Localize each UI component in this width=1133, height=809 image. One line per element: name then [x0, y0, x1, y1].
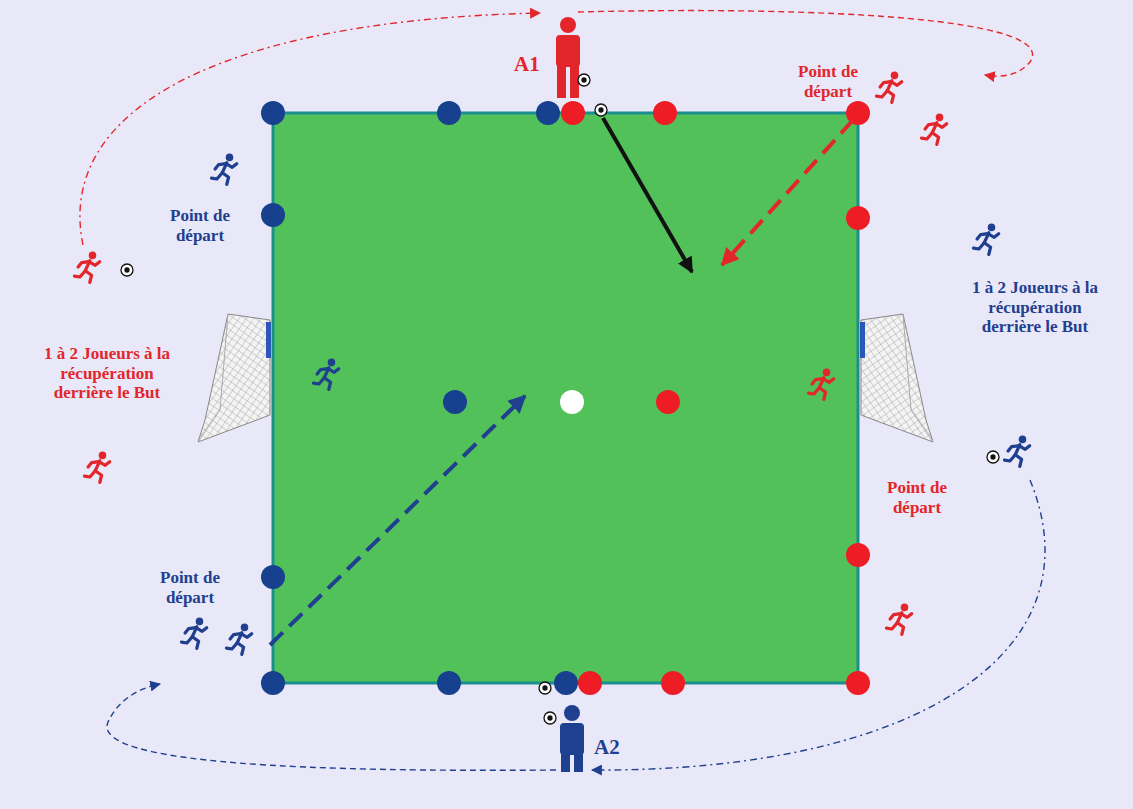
drill-part: [656, 390, 680, 414]
drill-part: [556, 35, 580, 67]
drill-part: [261, 565, 285, 589]
drill-part: [443, 390, 467, 414]
drill-part: [557, 64, 566, 98]
right-goal-group: [860, 314, 933, 442]
red-cones: [561, 101, 870, 695]
drill-part: [261, 101, 285, 125]
drill-part: [599, 108, 603, 112]
drill-part: [121, 264, 133, 276]
blue-rotation-curve: [592, 480, 1045, 770]
red-rotation-curve: [80, 13, 540, 245]
drill-part: [554, 671, 578, 695]
start-point-label: Point de départ: [872, 478, 962, 517]
start-point-label: Point de départ: [786, 62, 870, 101]
left-goal: [198, 314, 271, 442]
drill-part: [561, 752, 570, 772]
drill-part: [887, 604, 912, 635]
drill-part: [437, 671, 461, 695]
drill-part: [578, 74, 590, 86]
coach-a2: [560, 705, 584, 772]
drill-part: [536, 101, 560, 125]
coach-label: A1: [514, 52, 540, 76]
coach-a1: [556, 17, 580, 98]
drill-part: [560, 723, 584, 755]
drill-part: [548, 716, 552, 720]
drill-part: [809, 369, 834, 400]
recovery-note: 1 à 2 Joueurs à la récupération derrière…: [962, 278, 1108, 337]
drill-part: [261, 203, 285, 227]
drill-part: [539, 682, 551, 694]
drill-part: [227, 624, 252, 655]
drill-part: [561, 101, 585, 125]
blue-players: [182, 154, 1030, 655]
pitch: [273, 113, 858, 683]
start-point-label: Point de départ: [142, 568, 238, 607]
blue-rotation-curve: [107, 684, 556, 770]
drill-part: [578, 671, 602, 695]
drill-part: [560, 17, 576, 33]
drill-part: [595, 104, 607, 116]
red-run-arrow: [722, 120, 853, 265]
drill-part: [125, 268, 129, 272]
right-goal: [860, 314, 933, 442]
drill-part: [437, 101, 461, 125]
drill-part: [85, 452, 110, 483]
balls: [121, 74, 999, 724]
center-cone: [560, 390, 584, 414]
coach-label: A2: [594, 735, 620, 759]
drill-part: [582, 78, 586, 82]
drill-part: [314, 359, 339, 390]
drill-part: [543, 686, 547, 690]
drill-part: [846, 206, 870, 230]
drill-part: [991, 455, 995, 459]
drill-part: [564, 705, 580, 721]
drill-part: [182, 618, 207, 649]
drill-part: [661, 671, 685, 695]
drill-part: [544, 712, 556, 724]
red-players: [75, 72, 947, 635]
drill-part: [846, 543, 870, 567]
drill-part: [877, 72, 902, 103]
drill-part: [261, 671, 285, 695]
drill-part: [974, 224, 999, 255]
drill-part: [846, 671, 870, 695]
drill-part: [653, 101, 677, 125]
pass-arrow: [603, 118, 692, 272]
drill-part: [212, 154, 237, 185]
blue-run-arrow: [270, 396, 525, 645]
drill-part: [75, 252, 100, 283]
blue-cones: [261, 101, 578, 695]
drill-part: [574, 752, 583, 772]
drill-part: [987, 451, 999, 463]
drill-part: [922, 114, 947, 145]
drill-part: [1005, 436, 1030, 467]
start-point-label: Point de départ: [152, 206, 248, 245]
recovery-note: 1 à 2 Joueurs à la récupération derrière…: [34, 344, 180, 403]
